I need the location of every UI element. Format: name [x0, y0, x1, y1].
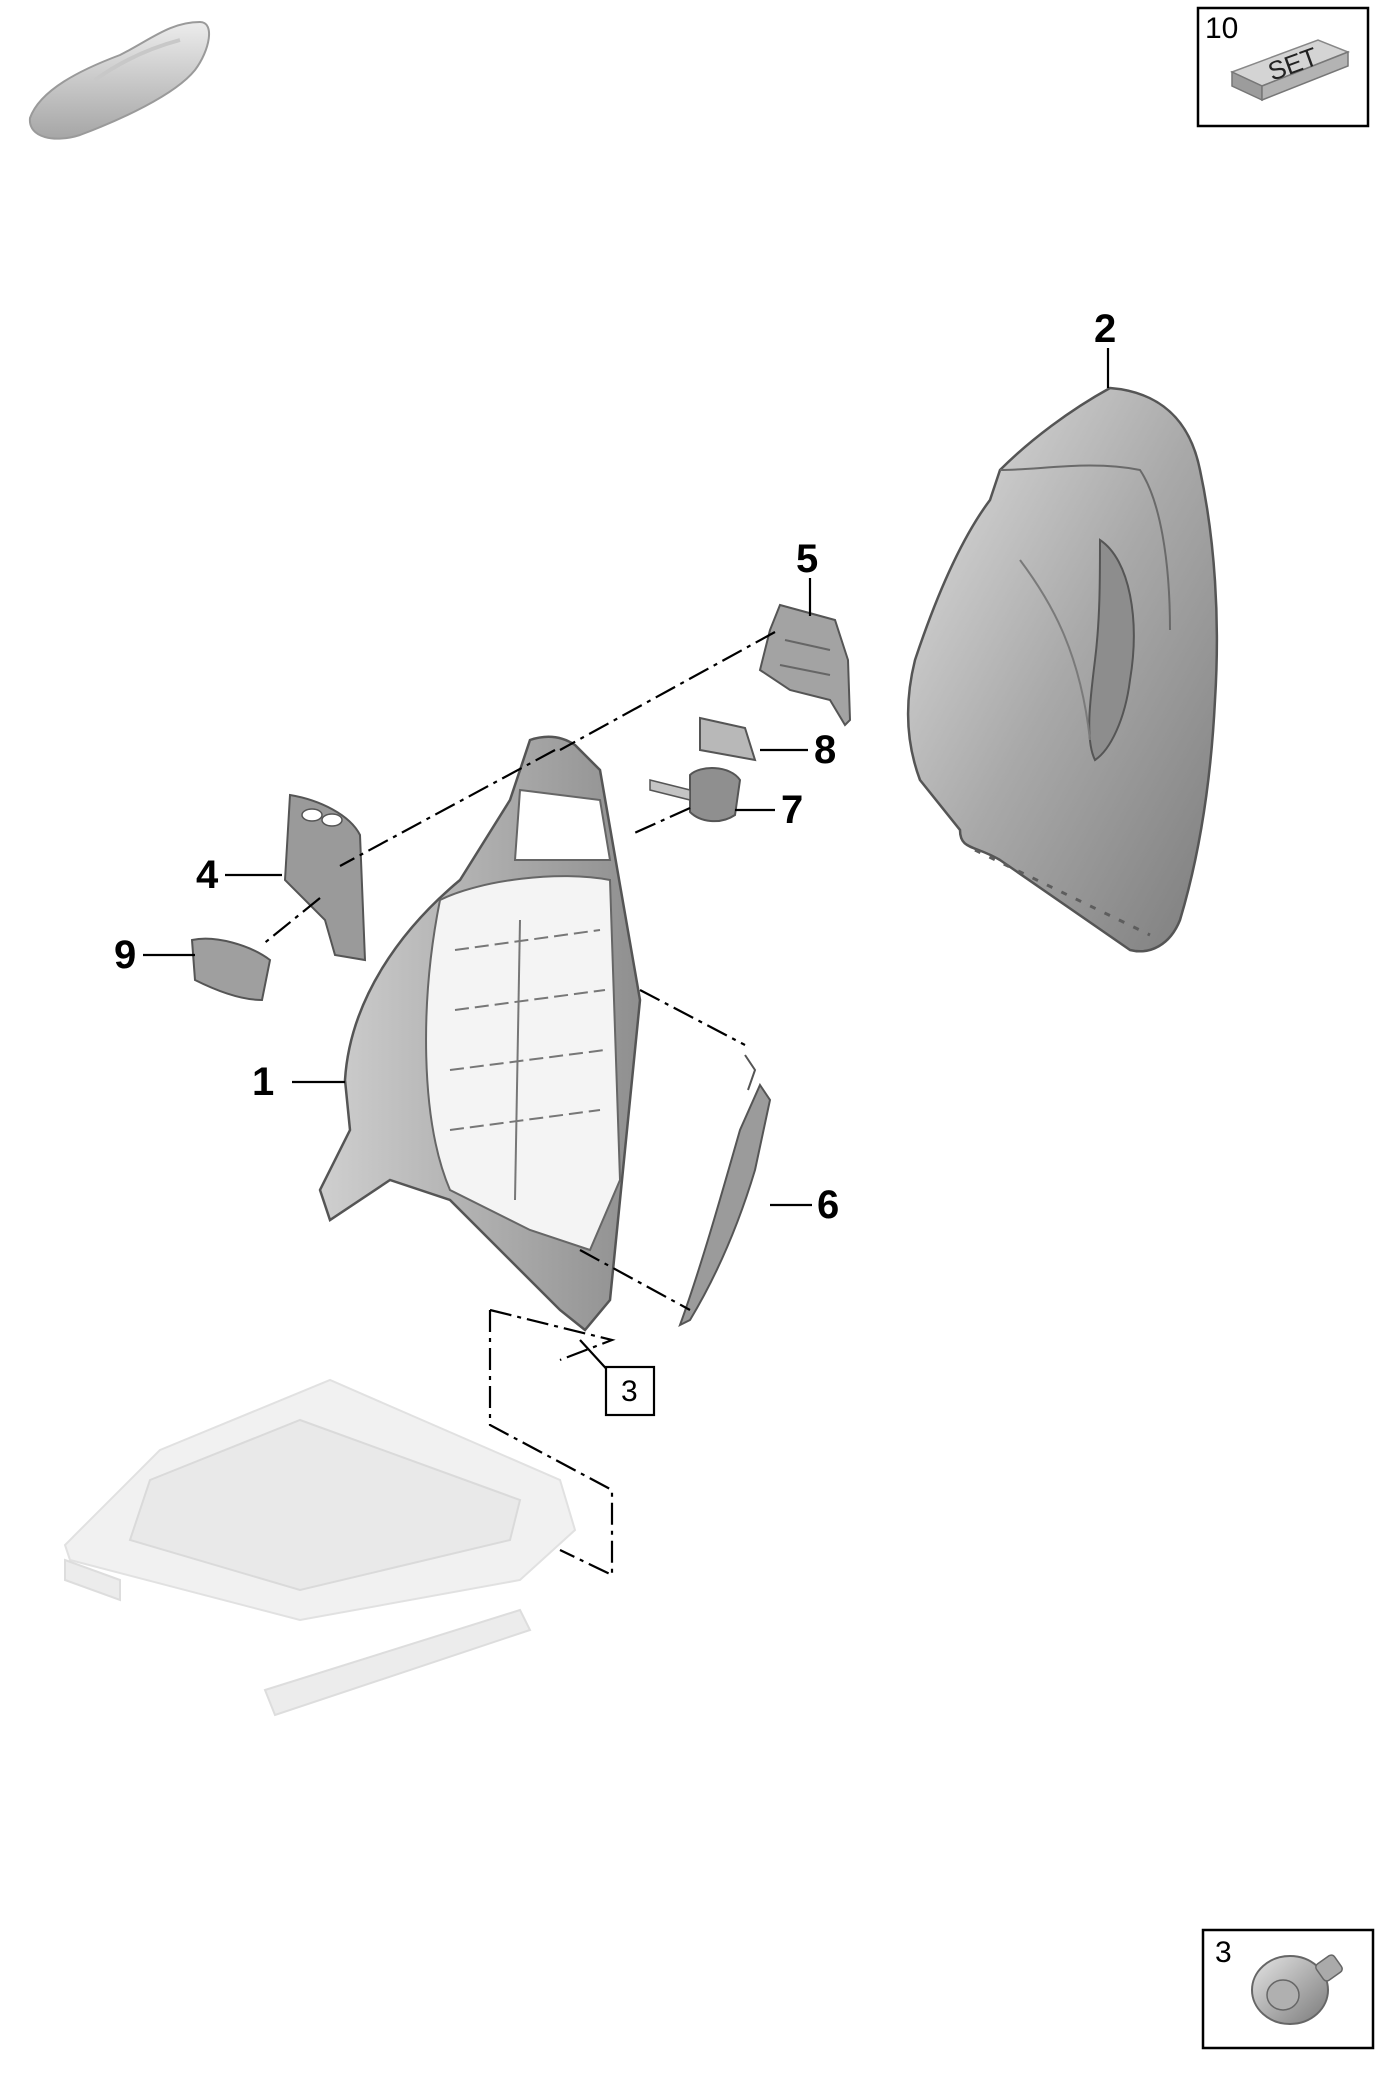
legend-box-number: 3 — [1215, 1936, 1232, 1969]
part-side-bracket — [283, 793, 367, 962]
set-kit-icon: SET — [1230, 39, 1351, 102]
callout-6: 6 — [817, 1183, 839, 1227]
car-thumbnail-icon — [28, 20, 211, 140]
part-side-panel — [678, 1054, 772, 1328]
callout-9: 9 — [114, 933, 136, 977]
set-kit-box: 10 SET — [1196, 6, 1370, 128]
part-mount-bracket — [699, 716, 757, 762]
legend-box-bolt: 3 — [1201, 1928, 1375, 2050]
bolt-icon — [1251, 1954, 1343, 2025]
part-backrest-shell — [906, 386, 1219, 953]
ref-box-3: 3 — [604, 1365, 656, 1417]
callout-4: 4 — [196, 853, 219, 897]
part-trim-cap — [190, 937, 272, 1002]
callout-5: 5 — [796, 537, 818, 581]
assembly-lines — [261, 631, 776, 1577]
part-adjuster — [649, 767, 742, 823]
seat-base-ghost — [63, 1378, 577, 1717]
callout-7: 7 — [781, 788, 803, 832]
part-backrest-frame — [318, 735, 642, 1332]
part-upper-bracket — [758, 603, 852, 727]
callout-1: 1 — [252, 1060, 274, 1104]
callout-2: 2 — [1094, 307, 1116, 351]
callout-8: 8 — [814, 728, 836, 772]
ref-box-number: 3 — [621, 1375, 638, 1408]
set-box-number: 10 — [1205, 12, 1238, 45]
